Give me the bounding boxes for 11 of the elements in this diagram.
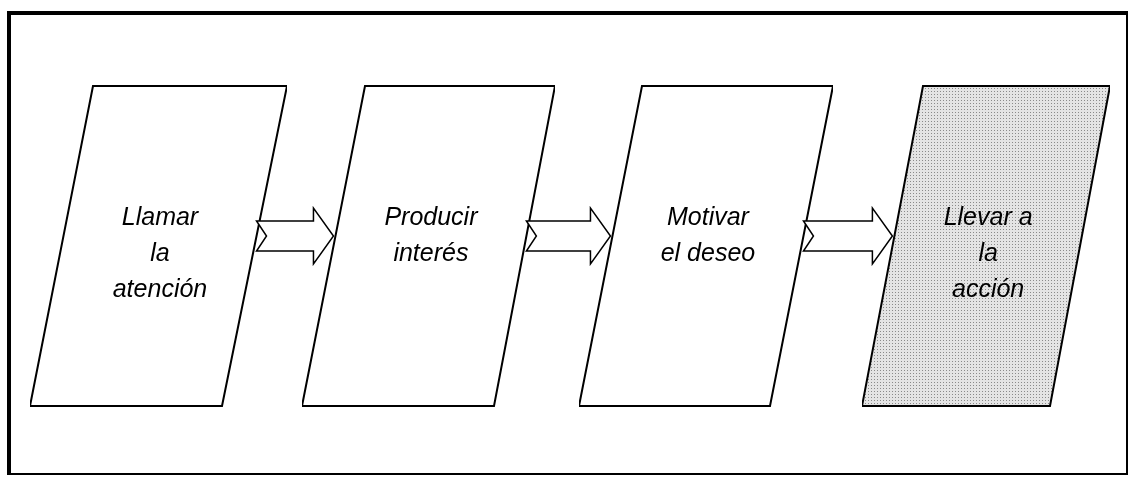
step-label: Motivar el deseo: [659, 201, 757, 268]
parallelogram-box: [862, 85, 1110, 407]
block-arrow: [255, 205, 335, 267]
parallelogram-box: [302, 85, 555, 407]
step-label: Llamar la atención: [111, 201, 209, 304]
block-arrow: [525, 205, 612, 267]
step-label: Producir interés: [383, 201, 480, 268]
block-arrow: [802, 205, 894, 267]
parallelogram-box: [579, 85, 833, 407]
parallelogram-box: [30, 85, 287, 407]
step-label: Llevar a la acción: [942, 201, 1034, 304]
